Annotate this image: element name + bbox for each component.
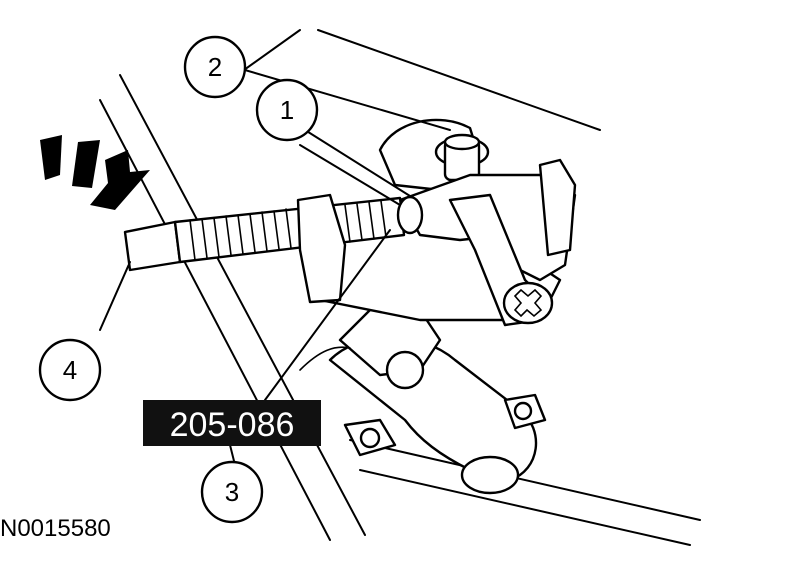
callout-2: 2: [183, 35, 247, 99]
force-direction-arrows-icon: [40, 135, 150, 210]
puller-tool-yoke: [398, 158, 577, 327]
figure-reference-number: N0015580: [0, 515, 111, 542]
callout-3-label: 3: [225, 477, 239, 507]
tool-number-text: 205-086: [170, 406, 295, 444]
callout-1: 1: [255, 78, 319, 142]
callout-4: 4: [38, 338, 102, 402]
callout-1-label: 1: [280, 95, 294, 125]
forcing-screw: [123, 193, 424, 304]
callout-2-label: 2: [208, 52, 222, 82]
leader-lines: [99, 29, 451, 466]
callout-4-label: 4: [63, 355, 77, 385]
screw-threads: [189, 200, 387, 261]
tool-number-label: 205-086: [143, 400, 321, 446]
steering-gear-housing: [299, 298, 547, 495]
callout-3: 3: [200, 460, 264, 524]
